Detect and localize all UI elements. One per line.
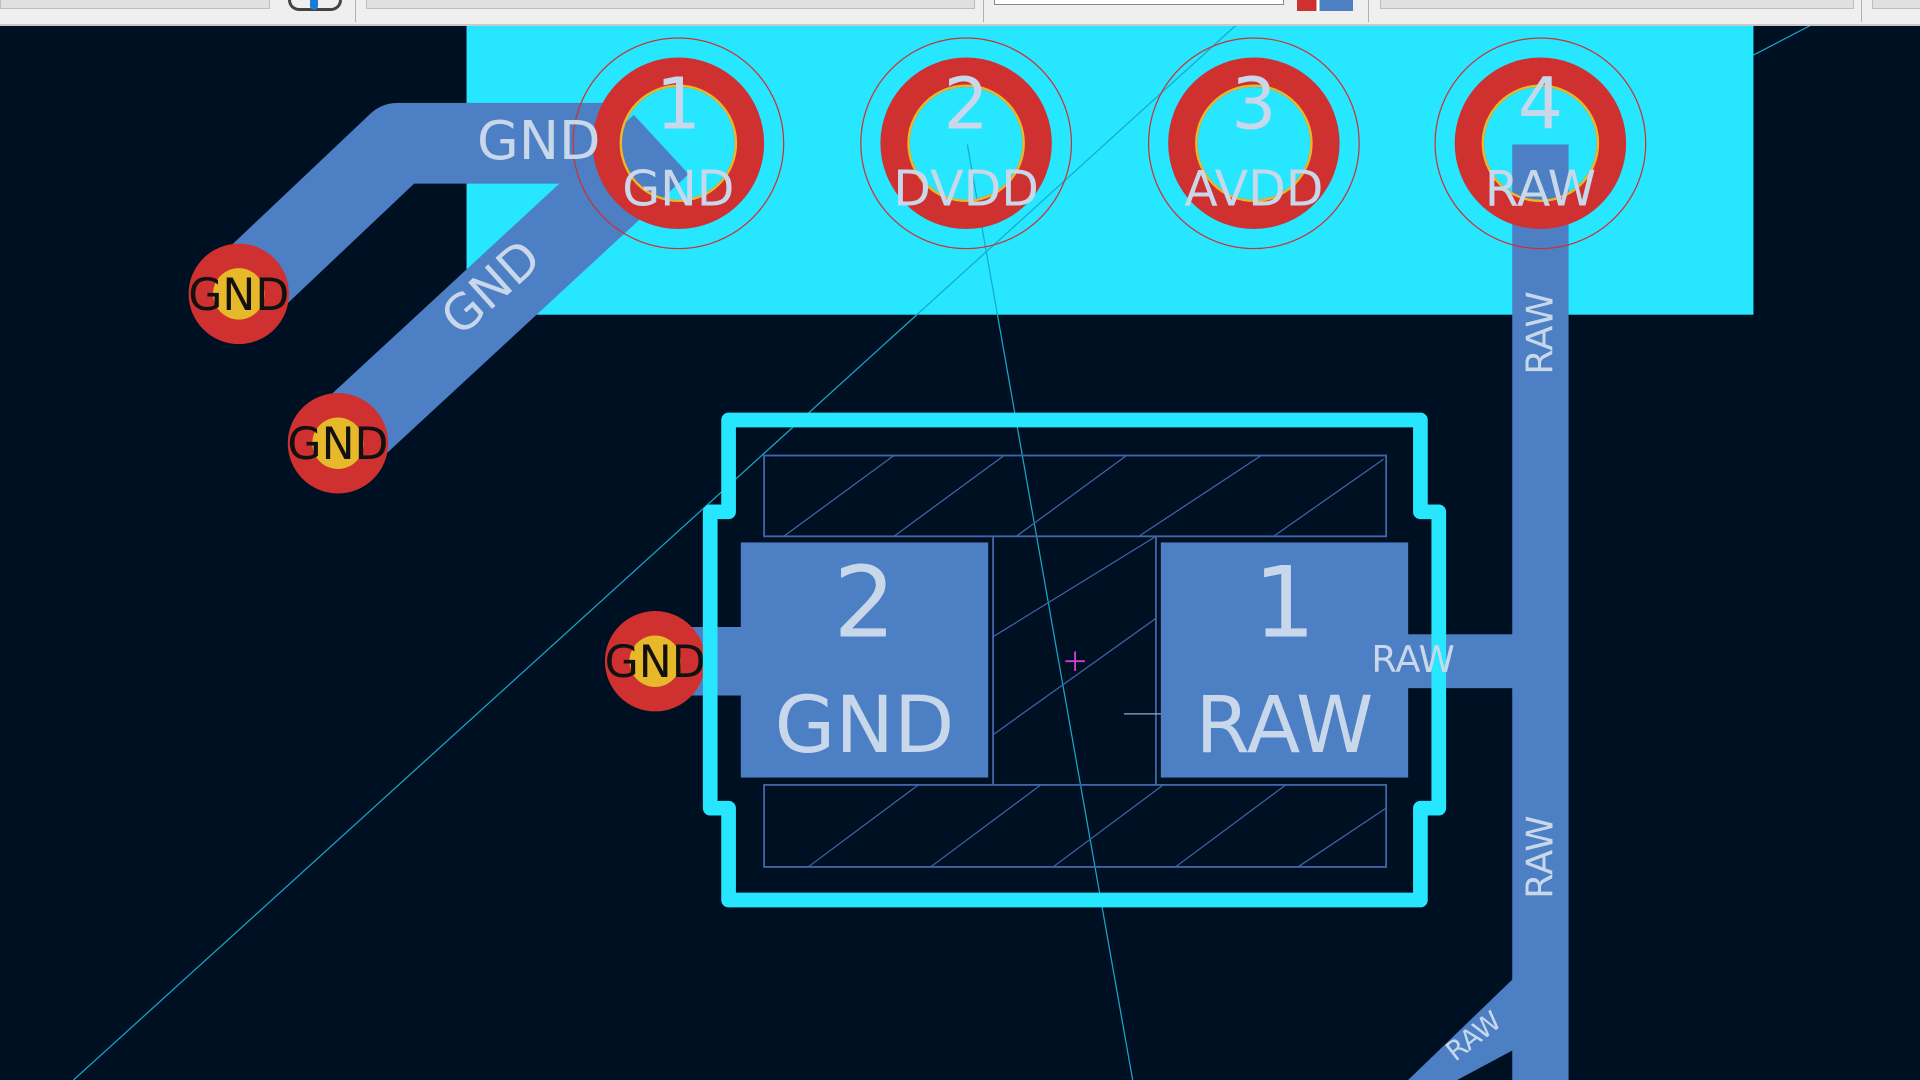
toolbar-field[interactable] (1380, 0, 1854, 9)
pad-number: 4 (1518, 63, 1563, 146)
via-net-label: GND (287, 419, 388, 470)
pad-net: RAW (1485, 161, 1596, 218)
connector-pad-2[interactable]: 2 DVDD (860, 37, 1073, 250)
pad-number: 1 (656, 63, 701, 146)
track-label-raw: RAW (1519, 291, 1562, 374)
connector-pad-1[interactable]: 1 GND (572, 37, 785, 250)
pad-net: GND (775, 680, 955, 771)
via-net-label: GND (188, 270, 289, 321)
toolbar-separator (983, 0, 984, 22)
via[interactable]: GND (287, 393, 388, 494)
component-pad-1[interactable]: 1 RAW (1160, 542, 1409, 778)
pad-number: 1 (1253, 547, 1315, 661)
toolbar-separator (355, 0, 356, 22)
connector-pad-3[interactable]: 3 AVDD (1147, 37, 1360, 250)
pad-net: RAW (1195, 680, 1373, 771)
track-label-raw: RAW (1519, 815, 1562, 898)
via-net-label: GND (605, 637, 706, 688)
pad-net: AVDD (1184, 161, 1323, 218)
component-outline[interactable] (702, 412, 1447, 908)
pad-number: 3 (1231, 63, 1276, 146)
toolbar-separator (1368, 0, 1369, 22)
raw-tracks[interactable] (1395, 144, 1569, 1080)
layer-pair-icon[interactable] (288, 0, 342, 11)
toolbar-separator (1861, 0, 1862, 22)
layer-select[interactable] (994, 0, 1284, 5)
toolbar (0, 0, 1920, 26)
connector-pad-4[interactable]: 4 RAW (1434, 37, 1647, 250)
pad-number: 2 (944, 63, 989, 146)
track-label-raw: RAW (1371, 638, 1454, 681)
toolbar-field[interactable] (1872, 0, 1920, 9)
toolbar-field[interactable] (0, 0, 270, 9)
pad-net: GND (622, 161, 734, 218)
pad-net: DVDD (893, 161, 1039, 218)
via[interactable]: GND (188, 243, 289, 345)
track-label-gnd: GND (477, 109, 601, 172)
component-pad-2[interactable]: 2 GND (740, 542, 989, 778)
layer-color-swatch-icon[interactable] (1297, 0, 1353, 11)
toolbar-field[interactable] (366, 0, 975, 9)
via[interactable]: GND (605, 611, 706, 712)
pad-number: 2 (833, 547, 895, 661)
